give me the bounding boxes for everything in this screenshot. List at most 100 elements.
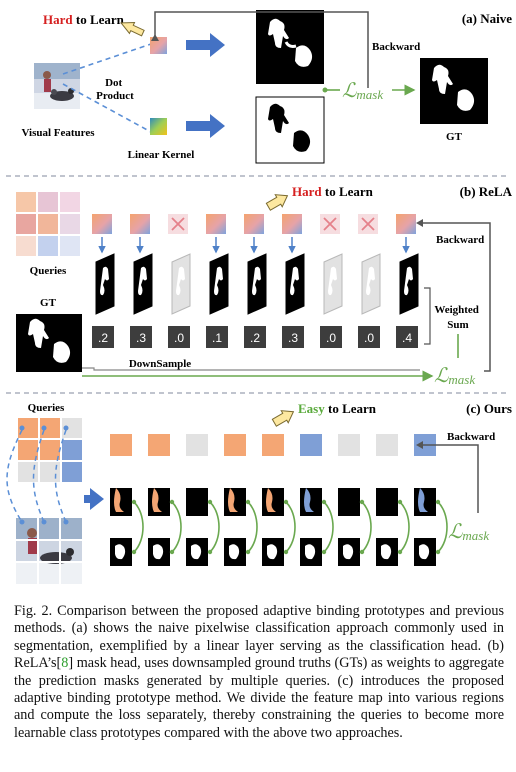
queries-grid-c bbox=[18, 418, 82, 482]
dot-product-label: Dot Product bbox=[96, 77, 134, 102]
loss-link bbox=[209, 501, 220, 553]
mask-shape bbox=[266, 488, 276, 512]
backward-path bbox=[154, 11, 369, 88]
mask-shape bbox=[229, 544, 240, 560]
mask-shape bbox=[290, 266, 299, 296]
query-column: .0 bbox=[168, 214, 191, 348]
link-dot bbox=[131, 549, 137, 555]
caption-reference-link[interactable]: 8 bbox=[61, 655, 69, 672]
link-dot bbox=[359, 549, 365, 555]
arrowhead bbox=[416, 219, 423, 227]
prediction-mask bbox=[186, 488, 208, 516]
caption-text-1: Fig. 2. Comparison between the proposed … bbox=[14, 603, 504, 672]
query-column: .0 bbox=[320, 214, 343, 348]
query-square bbox=[376, 434, 398, 456]
prediction-mask bbox=[285, 253, 305, 315]
downsample-label: DownSample bbox=[129, 358, 191, 370]
backward-path bbox=[420, 444, 479, 513]
query-column: .2 bbox=[244, 214, 267, 348]
hard-word: Hard bbox=[43, 12, 73, 27]
to-learn-word: to Learn bbox=[73, 12, 125, 27]
weight-box bbox=[358, 326, 380, 348]
pointer-arrow-icon bbox=[271, 410, 295, 427]
loss-symbol: ℒmask bbox=[434, 365, 475, 387]
link-dot bbox=[397, 549, 403, 555]
weight-value: .2 bbox=[98, 331, 108, 345]
mask-shape bbox=[304, 488, 314, 512]
gt-label: GT bbox=[40, 297, 57, 309]
prediction-mask bbox=[323, 253, 343, 315]
queries-grid bbox=[16, 192, 80, 256]
link-dot bbox=[207, 499, 213, 505]
prediction-mask bbox=[399, 253, 419, 315]
query-square bbox=[262, 434, 284, 456]
queries-label: Queries bbox=[28, 402, 65, 414]
query-column: .3 bbox=[282, 214, 305, 348]
weight-box bbox=[92, 326, 114, 348]
query-square bbox=[396, 214, 416, 234]
link-dot bbox=[169, 549, 175, 555]
query-column: .0 bbox=[358, 214, 381, 348]
panel-a: (a) Naive Hard to Learn Visual Features … bbox=[21, 10, 512, 164]
query-square bbox=[110, 434, 132, 456]
dash-line bbox=[62, 83, 152, 133]
loss-link bbox=[361, 501, 372, 553]
gt-mask-b bbox=[16, 314, 82, 372]
query-square bbox=[150, 37, 167, 54]
hard-to-learn-label: Hard to Learn bbox=[43, 12, 125, 27]
mask-shape bbox=[138, 266, 147, 296]
pointer-arrow-icon bbox=[120, 22, 145, 37]
arrowhead bbox=[416, 441, 423, 449]
query-square bbox=[224, 434, 246, 456]
loss-symbol: ℒmask bbox=[448, 521, 489, 543]
query-square bbox=[244, 214, 264, 234]
binding-column bbox=[224, 434, 258, 566]
gt-label: GT bbox=[446, 131, 463, 143]
prediction-mask bbox=[376, 488, 398, 516]
weight-box bbox=[282, 326, 304, 348]
query-column: .1 bbox=[206, 214, 229, 348]
link-dot bbox=[321, 549, 327, 555]
weight-box bbox=[244, 326, 266, 348]
dash-line bbox=[62, 43, 152, 75]
weight-value: .3 bbox=[136, 331, 146, 345]
prediction-mask bbox=[247, 253, 267, 315]
panel-b: (b) ReLA Hard to Learn Queries GT .2.3.0… bbox=[16, 184, 513, 387]
mask-shape bbox=[328, 266, 337, 296]
binding-column bbox=[376, 434, 410, 566]
prediction-mask bbox=[95, 253, 115, 315]
weight-box bbox=[168, 326, 190, 348]
caption-text-2: ] mask head, uses downsampled ground tru… bbox=[14, 655, 504, 741]
link-dot bbox=[359, 499, 365, 505]
mask-shape bbox=[114, 488, 124, 512]
mask-shape bbox=[115, 544, 126, 560]
visual-features-label: Visual Features bbox=[21, 127, 95, 139]
backward-label: Backward bbox=[372, 41, 420, 53]
prediction-mask bbox=[361, 253, 381, 315]
binding-column bbox=[414, 434, 448, 566]
link-dot bbox=[245, 549, 251, 555]
cross-icon bbox=[361, 217, 375, 231]
loss-link bbox=[323, 501, 334, 553]
query-column: .2 bbox=[92, 214, 115, 348]
query-square bbox=[338, 434, 360, 456]
arrowhead bbox=[151, 34, 159, 41]
link-dot bbox=[131, 499, 137, 505]
link-dot bbox=[397, 499, 403, 505]
weight-value: .1 bbox=[212, 331, 222, 345]
loss-link bbox=[133, 501, 144, 553]
query-columns: .2.3.0.1.2.3.0.0.4 bbox=[92, 214, 419, 348]
link-dot bbox=[245, 499, 251, 505]
figure: (a) Naive Hard to Learn Visual Features … bbox=[6, 10, 513, 584]
dash-arc bbox=[54, 429, 67, 523]
link-dot bbox=[283, 499, 289, 505]
backward-path bbox=[420, 222, 491, 372]
pointer-arrow-icon bbox=[265, 194, 289, 211]
binding-columns bbox=[110, 434, 448, 566]
query-square bbox=[92, 214, 112, 234]
dash-arc bbox=[32, 429, 45, 523]
panel-c: (c) Ours Easy to Learn Queries bbox=[6, 401, 512, 584]
query-column: .4 bbox=[396, 214, 419, 348]
backward-label: Backward bbox=[436, 234, 484, 246]
weight-box bbox=[130, 326, 152, 348]
